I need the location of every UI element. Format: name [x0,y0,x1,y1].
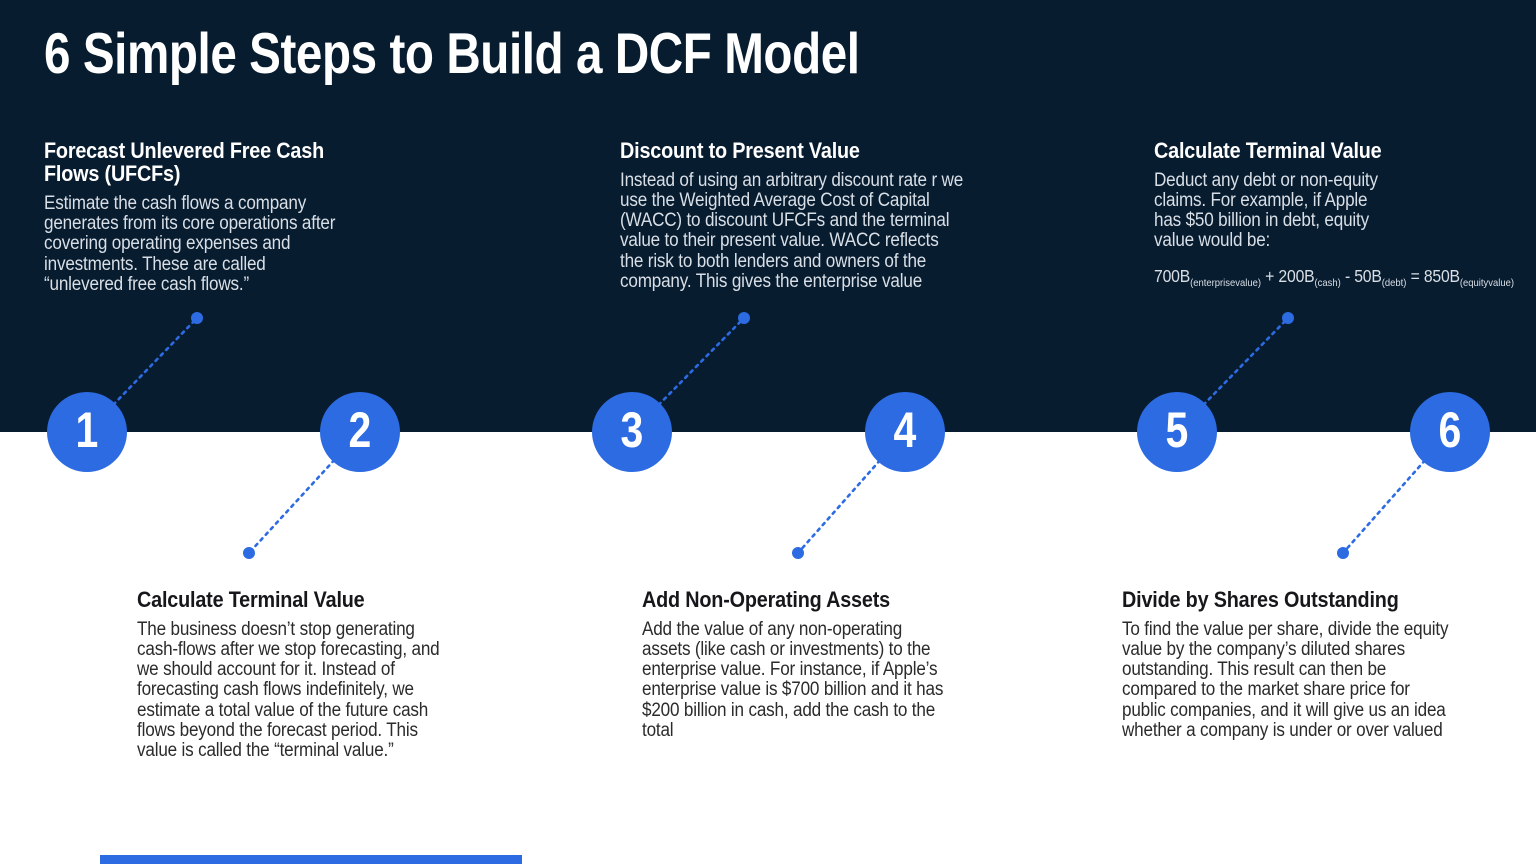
step-1-description: Estimate the cash flows a company genera… [44,193,336,295]
step-2-number: 2 [348,402,372,458]
step-1-title: Forecast Unlevered Free Cash Flows (UFCF… [44,138,324,187]
step-5-description: Deduct any debt or non-equity claims. Fo… [1154,170,1378,252]
step-3-number: 3 [620,402,644,458]
step-6-description: To find the value per share, divide the … [1122,619,1449,741]
step-6-number: 6 [1438,402,1462,458]
step-3-text: Discount to Present Value Instead of usi… [620,139,965,292]
step-5-text: Calculate Terminal Value Deduct any debt… [1154,138,1514,289]
step-6-text: Divide by Shares Outstanding To find the… [1122,588,1453,741]
step-1-badge: 1 [47,392,127,472]
step-2-title: Calculate Terminal Value [137,587,365,612]
step-4-title: Add Non-Operating Assets [642,587,890,612]
step-5-number: 5 [1165,402,1189,458]
step-2-description: The business doesn’t stop generating cas… [137,619,440,761]
step-4-number: 4 [893,402,917,458]
step-4-text: Add Non-Operating Assets Add the value o… [642,588,948,741]
step-4-badge: 4 [865,392,945,472]
page-title: 6 Simple Steps to Build a DCF Model [44,20,860,86]
step-3-description: Instead of using an arbitrary discount r… [620,170,964,292]
step-5-badge: 5 [1137,392,1217,472]
step-6-badge: 6 [1410,392,1490,472]
step-1-number: 1 [75,402,99,458]
step-4-description: Add the value of any non-operating asset… [642,619,944,741]
step-3-title: Discount to Present Value [620,138,860,163]
bottom-accent-bar [100,855,522,864]
step-5-title: Calculate Terminal Value [1154,138,1382,163]
step-1-text: Forecast Unlevered Free Cash Flows (UFCF… [44,139,341,295]
step-2-badge: 2 [320,392,400,472]
step-2-text: Calculate Terminal Value The business do… [137,588,457,761]
step-6-title: Divide by Shares Outstanding [1122,587,1399,612]
step-3-badge: 3 [592,392,672,472]
formula: 700B(enterprisevalue) + 200B(cash) - 50B… [1154,265,1514,289]
